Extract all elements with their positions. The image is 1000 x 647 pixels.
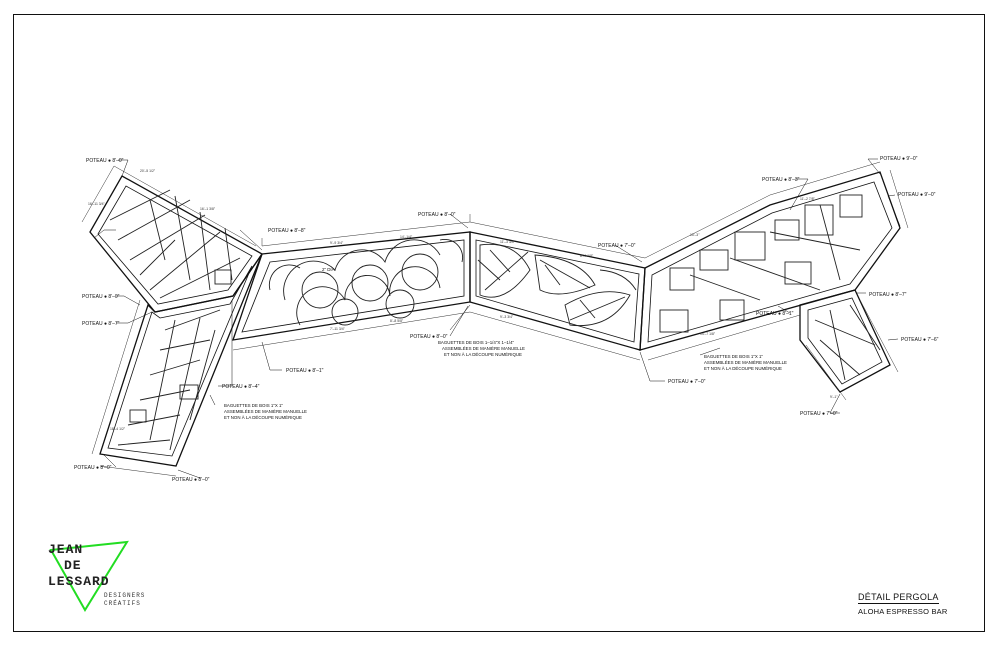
callout-poteau-br: POTEAU ● 7'–0" [800,411,838,417]
sheet-border [13,14,985,632]
center-right-frame [469,231,646,351]
svg-text:14'–1/4": 14'–1/4" [400,235,413,239]
svg-text:16'–11 3/4": 16'–11 3/4" [88,202,105,206]
svg-text:11'–3 3/4": 11'–3 3/4" [500,240,516,244]
right-upper-frame [639,171,901,351]
logo-designers: DESIGNERS [104,592,146,599]
jean-de-lessard-logo: JEAN DE LESSARD DESIGNERS CRÉATIFS [45,538,155,618]
svg-text:9'–3 3/4": 9'–3 3/4" [500,315,514,319]
title-block: DÉTAIL PERGOLA ALOHA ESPRESSO BAR [858,587,956,616]
note-right-line2: ASSEMBLÉES DE MANIÈRE MANUELLE [704,360,787,365]
svg-text:8'–4 1/8": 8'–4 1/8" [580,254,594,258]
svg-text:11'–2 7/8": 11'–2 7/8" [800,197,816,201]
svg-text:16'–1 3/8": 16'–1 3/8" [200,207,216,211]
svg-text:7'–11 3/4": 7'–11 3/4" [330,327,346,331]
logo-line-jean: JEAN [48,542,84,557]
callout-poteau-mid3: POTEAU ● 8'–1" [286,368,324,374]
note-center-line1: BAGUETTES DE BOIS 1–1/4"X 1–1/4" [438,340,515,345]
svg-text:8'–8 5/8": 8'–8 5/8" [390,319,404,323]
callout-poteau-center-top: POTEAU ● 8'–0" [418,212,456,218]
callout-poteau-r-mid: POTEAU ● 8'–3" [762,177,800,183]
svg-text:14'–7 1/8": 14'–7 1/8" [700,332,716,336]
callout-poteau-bl1: POTEAU ● 8'–0" [74,465,112,471]
note-left-line2: ASSEMBLÉES DE MANIÈRE MANUELLE [224,409,307,414]
note-center-line3: ET NON À LA DÉCOUPE NUMÉRIQUE [444,352,522,357]
note-left-line1: BAGUETTES DE BOIS 1"X 1" [224,403,283,408]
svg-text:20'–5 1/2": 20'–5 1/2" [140,169,156,173]
callout-poteau-l2: POTEAU ● 8'–7" [82,321,120,327]
callout-poteau-r-mid2: POTEAU ● 8'–1" [756,311,794,317]
logo-line-de: DE [64,558,82,573]
logo-triangle-icon [49,540,129,612]
svg-text:9'–1": 9'–1" [830,395,838,399]
svg-text:9'–9 3/4": 9'–9 3/4" [330,241,344,245]
drawing-title: DÉTAIL PERGOLA [858,592,939,604]
callout-poteau-r1: POTEAU ● 8'–7" [869,292,907,298]
callout-poteau-mid2: POTEAU ● 8'–4" [222,384,260,390]
right-lower-frame [799,289,891,393]
note-left-line3: ET NON À LA DÉCOUPE NUMÉRIQUE [224,415,302,420]
callout-poteau-tr1: POTEAU ● 9'–0" [880,156,918,162]
logo-line-lessard: LESSARD [48,574,110,589]
note-diameter: 2" DIA. [322,267,336,272]
callout-poteau-tl: POTEAU ● 8'–0" [86,158,124,164]
note-right-line3: ET NON À LA DÉCOUPE NUMÉRIQUE [704,366,782,371]
svg-text:15'–3": 15'–3" [690,233,700,237]
callout-poteau-center-r: POTEAU ● 7'–0" [598,243,636,249]
drawing-subtitle: ALOHA ESPRESSO BAR [858,607,948,616]
callout-poteau-l1: POTEAU ● 8'–0" [82,294,120,300]
callout-poteau-bl2: POTEAU ● 8'–0" [172,477,210,483]
left-lower-frame [99,253,263,467]
callout-poteau-r-bot: POTEAU ● 7'–0" [668,379,706,385]
note-center-line2: ASSEMBLÉES DE MANIÈRE MANUELLE [442,346,525,351]
svg-text:18'–4 1/2": 18'–4 1/2" [110,427,126,431]
logo-creatifs: CRÉATIFS [104,600,141,607]
callout-poteau-tr2: POTEAU ● 9'–0" [898,192,936,198]
callout-poteau-mid1: POTEAU ● 8'–8" [268,228,306,234]
callout-poteau-r2: POTEAU ● 7'–6" [901,337,939,343]
note-right-line1: BAGUETTES DE BOIS 1"X 1" [704,354,763,359]
callout-poteau-center-bot: POTEAU ● 8'–0" [410,334,448,340]
